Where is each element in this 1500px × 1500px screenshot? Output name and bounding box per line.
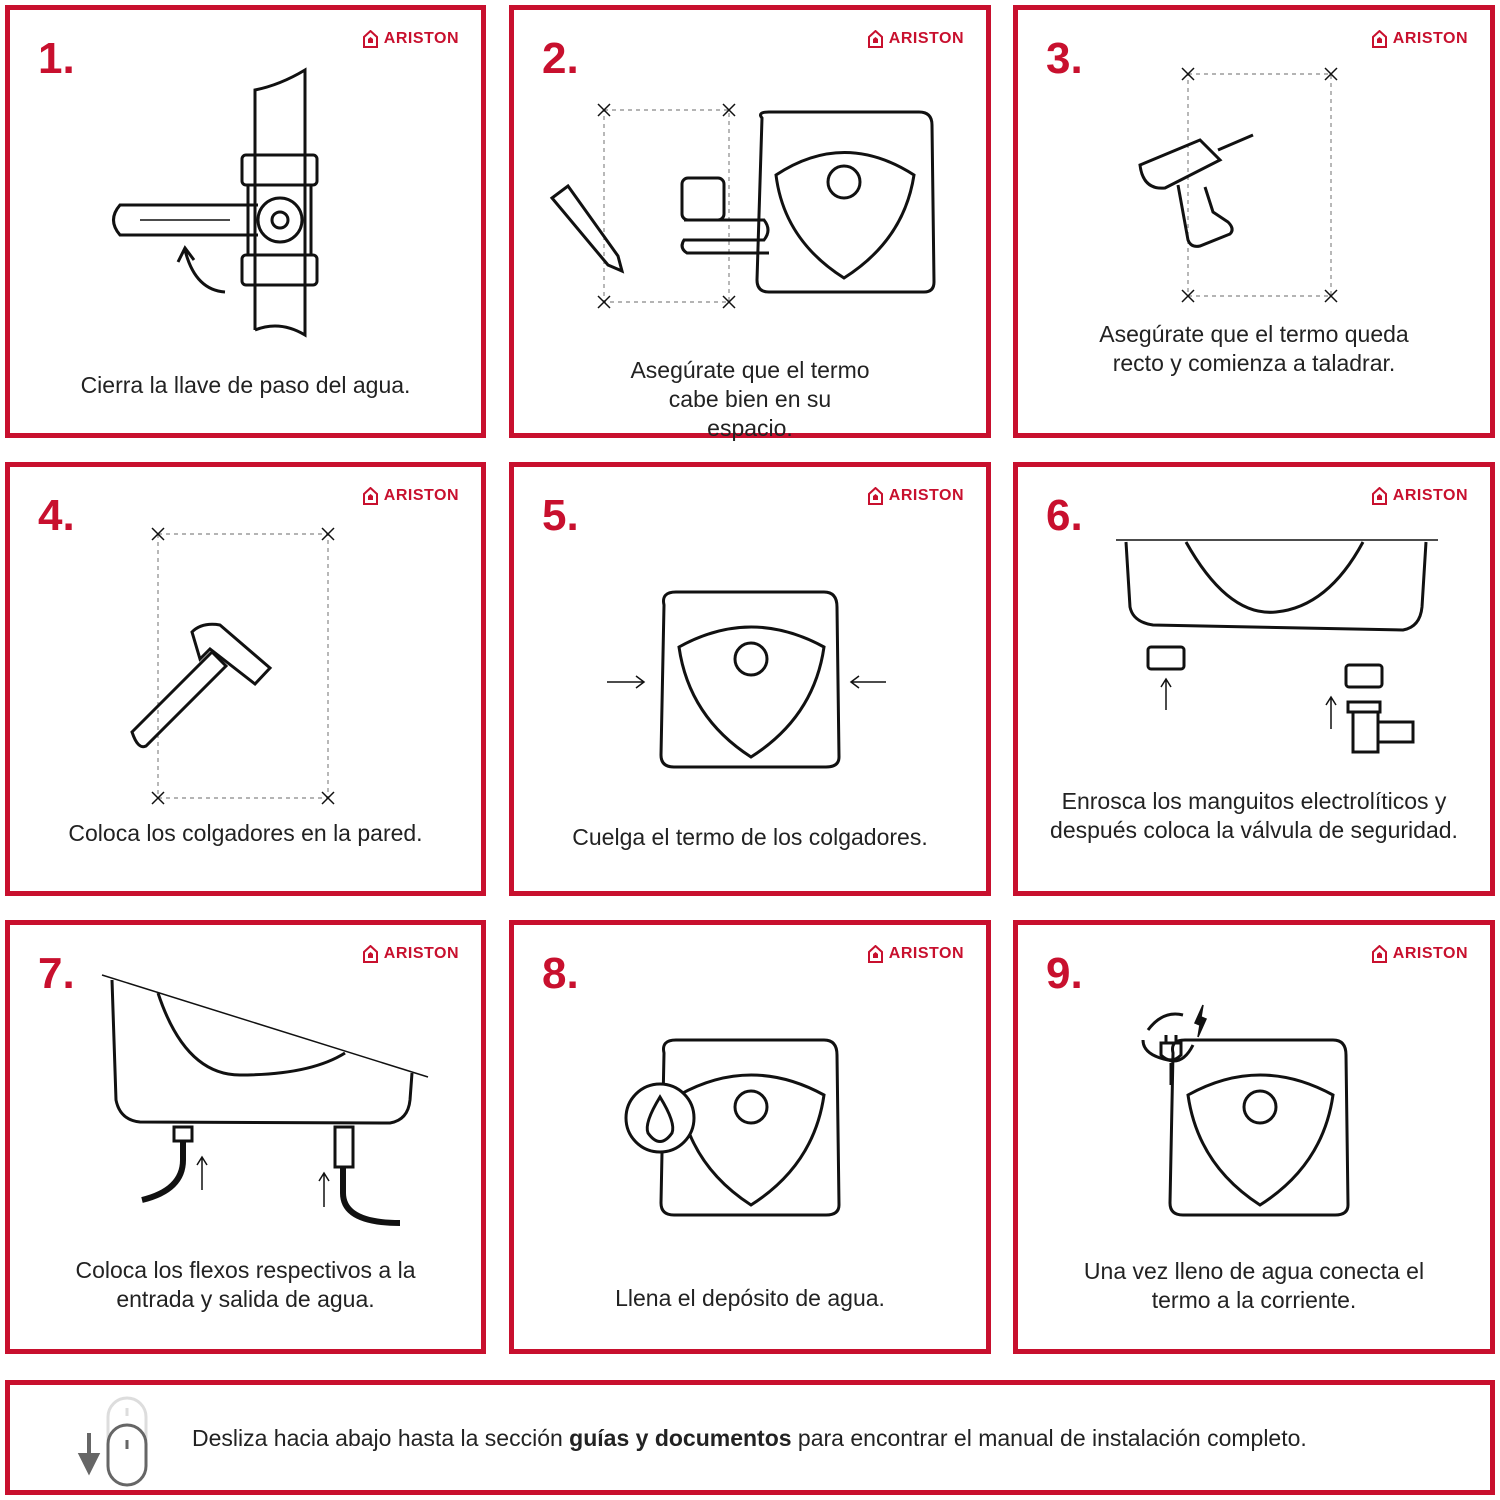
step-number: 4.	[38, 491, 75, 540]
footer-banner: Desliza hacia abajo hasta la sección guí…	[5, 1380, 1495, 1495]
ariston-logo: ARISTON	[1371, 30, 1468, 48]
step-caption: Cierra la llave de paso del agua.	[80, 372, 411, 398]
step-number: 8.	[542, 949, 579, 998]
step-caption: Cuelga el termo de los colgadores.	[572, 824, 928, 850]
ariston-logo: ARISTON	[867, 30, 964, 48]
house-logo-icon	[362, 487, 378, 505]
hammer-illustration	[130, 527, 335, 805]
step-number: 1.	[38, 34, 75, 83]
plug-in-illustration	[1141, 1004, 1350, 1217]
step-caption: Coloca los flexos respectivos a la entra…	[75, 1257, 416, 1312]
house-logo-icon	[867, 30, 883, 48]
guides-documents-link-text: guías y documentos	[569, 1425, 792, 1451]
ariston-logo: ARISTON	[867, 945, 964, 963]
valve-illustration	[112, 67, 319, 338]
step-caption: Enrosca los manguitos electrolíticos y d…	[1050, 788, 1458, 843]
fittings-illustration	[1116, 539, 1438, 754]
heater-hang-illustration	[607, 590, 886, 769]
house-logo-icon	[362, 30, 378, 48]
footer-text: Desliza hacia abajo hasta la sección guí…	[192, 1425, 1307, 1451]
step-caption: Asegúrate que el termo cabe bien en su e…	[630, 357, 870, 441]
step-panel-2: 2. ARISTON Asegúrate que el termo cabe b…	[509, 5, 991, 441]
step-number: 9.	[1046, 949, 1083, 998]
step-number: 3.	[1046, 34, 1083, 83]
step-panel-6: 6. ARISTON Enrosca los manguitos electro…	[1013, 462, 1495, 896]
ariston-logo: ARISTON	[362, 945, 459, 963]
scroll-down-mouse-icon	[77, 1396, 148, 1487]
step-panel-8: 8. ARISTON Llena el depósito de agua.	[509, 920, 991, 1354]
ariston-logo: ARISTON	[1371, 945, 1468, 963]
house-logo-icon	[362, 945, 378, 963]
drill-illustration	[1138, 67, 1338, 303]
step-panel-5: 5. ARISTON Cuelga el termo de los colgad…	[509, 462, 991, 896]
ariston-logo: ARISTON	[1371, 487, 1468, 505]
step-caption: Llena el depósito de agua.	[615, 1285, 885, 1311]
step-panel-9: 9. ARISTON Una vez lleno de agua conecta…	[1013, 920, 1495, 1354]
step-number: 2.	[542, 34, 579, 83]
step-caption: Una vez lleno de agua conecta el termo a…	[1083, 1258, 1425, 1313]
house-logo-icon	[867, 487, 883, 505]
step-caption: Coloca los colgadores en la pared.	[68, 820, 423, 846]
ariston-logo: ARISTON	[362, 487, 459, 505]
house-logo-icon	[1371, 945, 1387, 963]
house-logo-icon	[1371, 487, 1387, 505]
step-caption: Asegúrate que el termo queda recto y com…	[1099, 321, 1409, 376]
hoses-illustration	[101, 974, 429, 1226]
ariston-logo: ARISTON	[867, 487, 964, 505]
step-panel-1: 1. ARISTON Cierra la llave de paso del a…	[5, 5, 486, 438]
house-logo-icon	[867, 945, 883, 963]
house-logo-icon	[1371, 30, 1387, 48]
measure-illustration	[549, 103, 936, 309]
step-panel-4: 4. ARISTON Coloca los colgadores en la p…	[5, 462, 486, 896]
ariston-logo: ARISTON	[362, 30, 459, 48]
step-panel-7: 7. ARISTON Coloca los flexos respectivos…	[5, 920, 486, 1354]
fill-water-illustration	[624, 1038, 841, 1217]
step-number: 6.	[1046, 491, 1083, 540]
step-number: 7.	[38, 949, 75, 998]
step-number: 5.	[542, 491, 579, 540]
step-panel-3: 3. ARISTON Asegúrate que el termo queda …	[1013, 5, 1495, 438]
